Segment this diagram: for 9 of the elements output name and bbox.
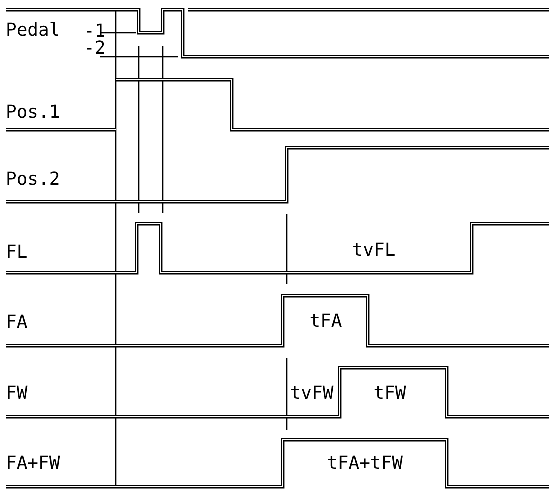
signal-name: FA+FW	[6, 455, 60, 473]
level-label: -1	[84, 23, 106, 41]
signal-name: Pos.2	[6, 171, 60, 189]
signal-name: Pos.1	[6, 104, 60, 122]
signal-name: FA	[6, 314, 28, 332]
signal-name: FL	[6, 244, 28, 262]
signal-name: Pedal	[6, 22, 60, 40]
signal-name: FW	[6, 385, 28, 403]
level-label: -2	[84, 40, 106, 58]
